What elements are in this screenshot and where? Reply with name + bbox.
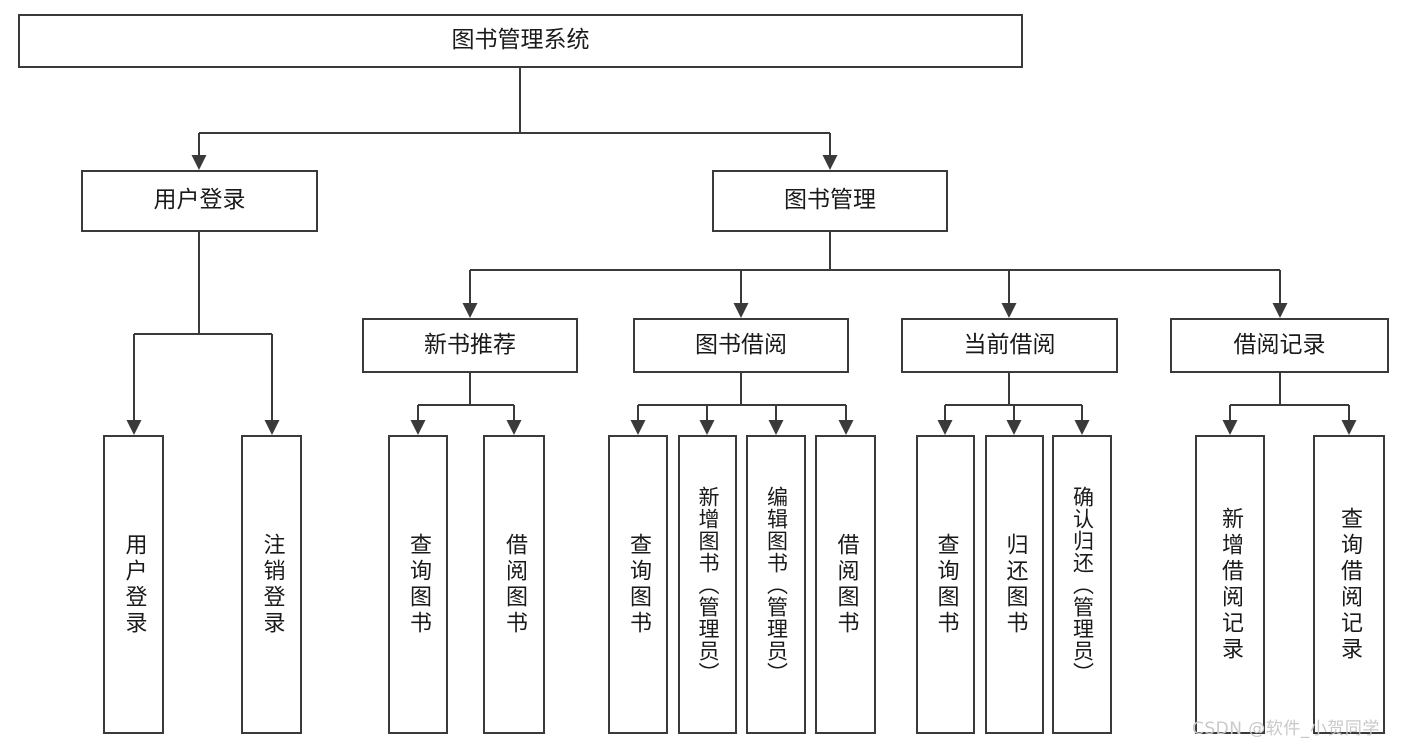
book-borrow-branch-arrow-2-head [768, 420, 784, 435]
node-label: 新书推荐 [424, 331, 516, 358]
user-login-branch-arrow-1-head [264, 420, 280, 435]
node-label: 借阅图书 [833, 532, 859, 637]
node-leaf-edit-book[interactable]: 编辑图书（管理员） [746, 435, 806, 734]
node-label: 新增借阅记录 [1218, 506, 1243, 663]
node-label: 确认归还（管理员） [1070, 485, 1095, 684]
borrow-record-branch-arrow-0-head [1222, 420, 1238, 435]
book-borrow-branch-arrow-3-head [838, 420, 854, 435]
node-book-management[interactable]: 图书管理 [712, 170, 948, 232]
node-leaf-add-book[interactable]: 新增图书（管理员） [678, 435, 737, 734]
node-label: 查询借阅记录 [1337, 506, 1362, 663]
node-label: 注销登录 [259, 532, 285, 637]
borrow-record-branch-arrow-1-head [1341, 420, 1357, 435]
node-label: 图书管理 [784, 187, 876, 214]
csdn-watermark: CSDN @软件_小贺同学 [1192, 719, 1380, 739]
node-label: 借阅记录 [1233, 331, 1326, 358]
node-leaf-borrow-book-1[interactable]: 借阅图书 [483, 435, 545, 734]
current-borrow-branch-arrow-2-head [1074, 420, 1090, 435]
node-leaf-user-login[interactable]: 用户登录 [103, 435, 164, 734]
user-login-branch-arrow-0-head [126, 420, 142, 435]
node-label: 图书借阅 [695, 331, 787, 358]
book-management-branch-arrow-2-head [1001, 303, 1017, 318]
node-leaf-confirm-return[interactable]: 确认归还（管理员） [1052, 435, 1112, 734]
root-branch-arrow-1-head [822, 155, 838, 170]
node-label: 用户登录 [153, 187, 246, 214]
node-label: 查询图书 [406, 532, 431, 637]
node-root[interactable]: 图书管理系统 [18, 14, 1023, 68]
current-borrow-branch-arrow-1-head [1006, 420, 1022, 435]
node-label: 新增图书（管理员） [696, 485, 720, 684]
node-leaf-borrow-book-2[interactable]: 借阅图书 [815, 435, 876, 734]
node-label: 借阅图书 [502, 532, 527, 637]
root-branch-arrow-0-head [191, 155, 207, 170]
node-current-borrow[interactable]: 当前借阅 [901, 318, 1118, 373]
node-user-login[interactable]: 用户登录 [81, 170, 318, 232]
node-label: 编辑图书（管理员） [764, 485, 789, 684]
book-management-branch-arrow-1-head [733, 303, 749, 318]
node-label: 查询图书 [933, 532, 959, 637]
node-label: 图书管理系统 [451, 27, 590, 54]
new-book-recommend-branch-arrow-0-head [410, 420, 426, 435]
current-borrow-branch-arrow-0-head [937, 420, 953, 435]
node-leaf-return-book[interactable]: 归还图书 [985, 435, 1044, 734]
node-leaf-query-book-2[interactable]: 查询图书 [608, 435, 668, 734]
node-leaf-logout[interactable]: 注销登录 [241, 435, 302, 734]
book-borrow-branch-arrow-1-head [699, 420, 715, 435]
book-borrow-branch-arrow-0-head [630, 420, 646, 435]
node-book-borrow[interactable]: 图书借阅 [633, 318, 849, 373]
node-label: 当前借阅 [963, 331, 1056, 358]
node-new-book-recommend[interactable]: 新书推荐 [362, 318, 578, 373]
node-borrow-record[interactable]: 借阅记录 [1170, 318, 1389, 373]
book-management-branch-arrow-0-head [462, 303, 478, 318]
node-leaf-query-book-3[interactable]: 查询图书 [916, 435, 975, 734]
new-book-recommend-branch-arrow-1-head [506, 420, 522, 435]
node-leaf-query-book-1[interactable]: 查询图书 [388, 435, 448, 734]
node-leaf-query-record[interactable]: 查询借阅记录 [1313, 435, 1385, 734]
book-management-branch-arrow-3-head [1272, 303, 1288, 318]
node-label: 查询图书 [626, 532, 651, 637]
node-leaf-add-record[interactable]: 新增借阅记录 [1195, 435, 1265, 734]
node-label: 归还图书 [1002, 532, 1028, 637]
node-label: 用户登录 [121, 532, 147, 637]
